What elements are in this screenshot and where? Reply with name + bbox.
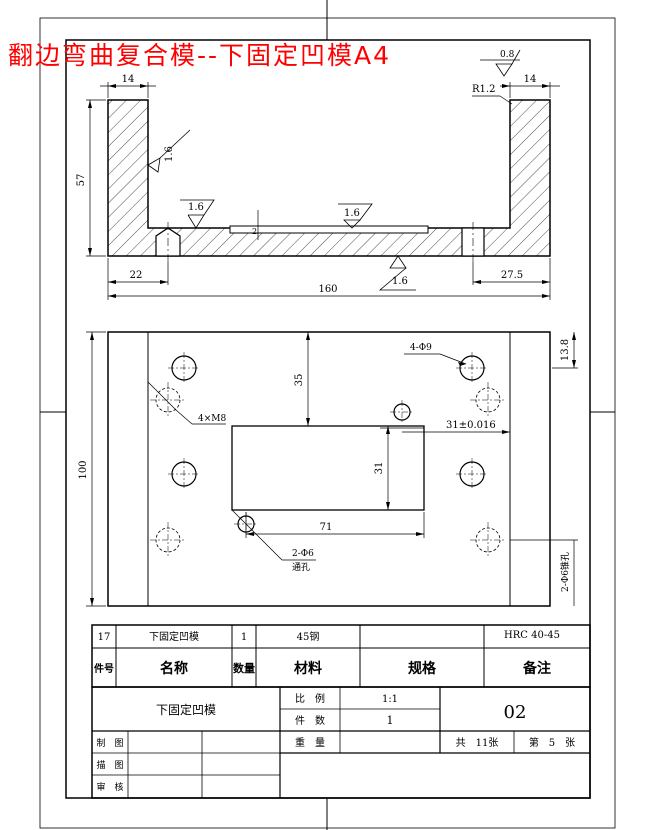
dim-22: 22 (130, 270, 143, 281)
label-2-holes-phi6: 2-Φ6 (292, 549, 314, 559)
part-name: 下固定凹模 (156, 702, 216, 717)
section-groove (229, 225, 429, 234)
centering-marks (40, 0, 615, 830)
scale-label: 比 例 (295, 692, 325, 705)
dim-height: 57 (76, 174, 87, 187)
bom-header-qty: 数量 (233, 661, 255, 675)
section-view: 14 14 R1.2 57 1.6 1.6 1.6 1.6 0.8 22 160… (76, 49, 560, 300)
bom-header-name: 名称 (160, 660, 188, 677)
total-sheets: 共 11张 (456, 737, 499, 749)
dim-small: 2 (252, 227, 257, 236)
dim-31: 31 (374, 462, 385, 475)
dim-13-8: 13.8 (560, 339, 571, 361)
plan-view: 100 35 13.8 4-Φ9 4×M8 31±0.016 31 71 2-Φ… (78, 331, 578, 607)
radius-label: R1.2 (472, 84, 495, 95)
cavity-outline (231, 425, 425, 511)
label-through-hole: 通孔 (292, 562, 310, 573)
dim-27-5: 27.5 (501, 270, 523, 281)
title-block (91, 686, 591, 799)
rough-floor-left: 1.6 (188, 202, 204, 213)
dim-left-width: 14 (122, 74, 135, 85)
dim-right-width: 14 (524, 74, 537, 85)
dim-100: 100 (78, 460, 89, 479)
plate-outline (107, 331, 551, 607)
sheet-number: 第 5 张 (529, 736, 575, 749)
label-checked: 审 核 (96, 781, 123, 793)
label-right-vertical: 2-Φ6锥孔 (559, 552, 571, 592)
dim-160: 160 (318, 284, 337, 295)
bom-remark: HRC 40-45 (504, 630, 560, 641)
bom-header-spec: 规格 (408, 660, 437, 677)
dim-71: 71 (320, 522, 333, 533)
rough-inner-left: 1.6 (164, 146, 175, 162)
dim-35: 35 (294, 374, 305, 387)
rough-bottom: 1.6 (392, 276, 408, 287)
bom-name: 下固定凹模 (149, 630, 199, 643)
bom-header-remark: 备注 (522, 660, 551, 677)
label-drawn: 制 图 (96, 737, 123, 749)
count-value: 1 (387, 714, 394, 727)
bom-material: 45钢 (297, 630, 320, 643)
bom-no: 17 (98, 632, 111, 643)
drawing-number: 02 (504, 702, 527, 723)
count-label: 件 数 (295, 714, 325, 727)
bom-header-material: 材料 (294, 660, 322, 677)
dim-31-tol: 31±0.016 (446, 420, 496, 431)
label-4-holes-phi9: 4-Φ9 (410, 343, 432, 353)
drawing-title: 翻边弯曲复合模--下固定凹模A4 (8, 41, 392, 70)
rough-floor-mid: 1.6 (344, 208, 360, 219)
bom-qty: 1 (241, 632, 247, 643)
section-body (107, 99, 551, 257)
bom-header-no: 件号 (94, 662, 114, 675)
scale-value: 1:1 (382, 694, 398, 705)
bom-text: 17 下固定凹模 1 45钢 HRC 40-45 件号 名称 数量 材料 规格 … (94, 630, 560, 677)
rough-corner: 0.8 (500, 50, 515, 60)
weight-label: 重 量 (295, 736, 325, 749)
title-block-text: 下固定凹模 比 例 1:1 件 数 1 重 量 02 共 11张 第 5 张 制… (96, 692, 575, 793)
label-4-m8: 4×M8 (198, 414, 226, 424)
label-drafted: 描 图 (96, 759, 123, 771)
